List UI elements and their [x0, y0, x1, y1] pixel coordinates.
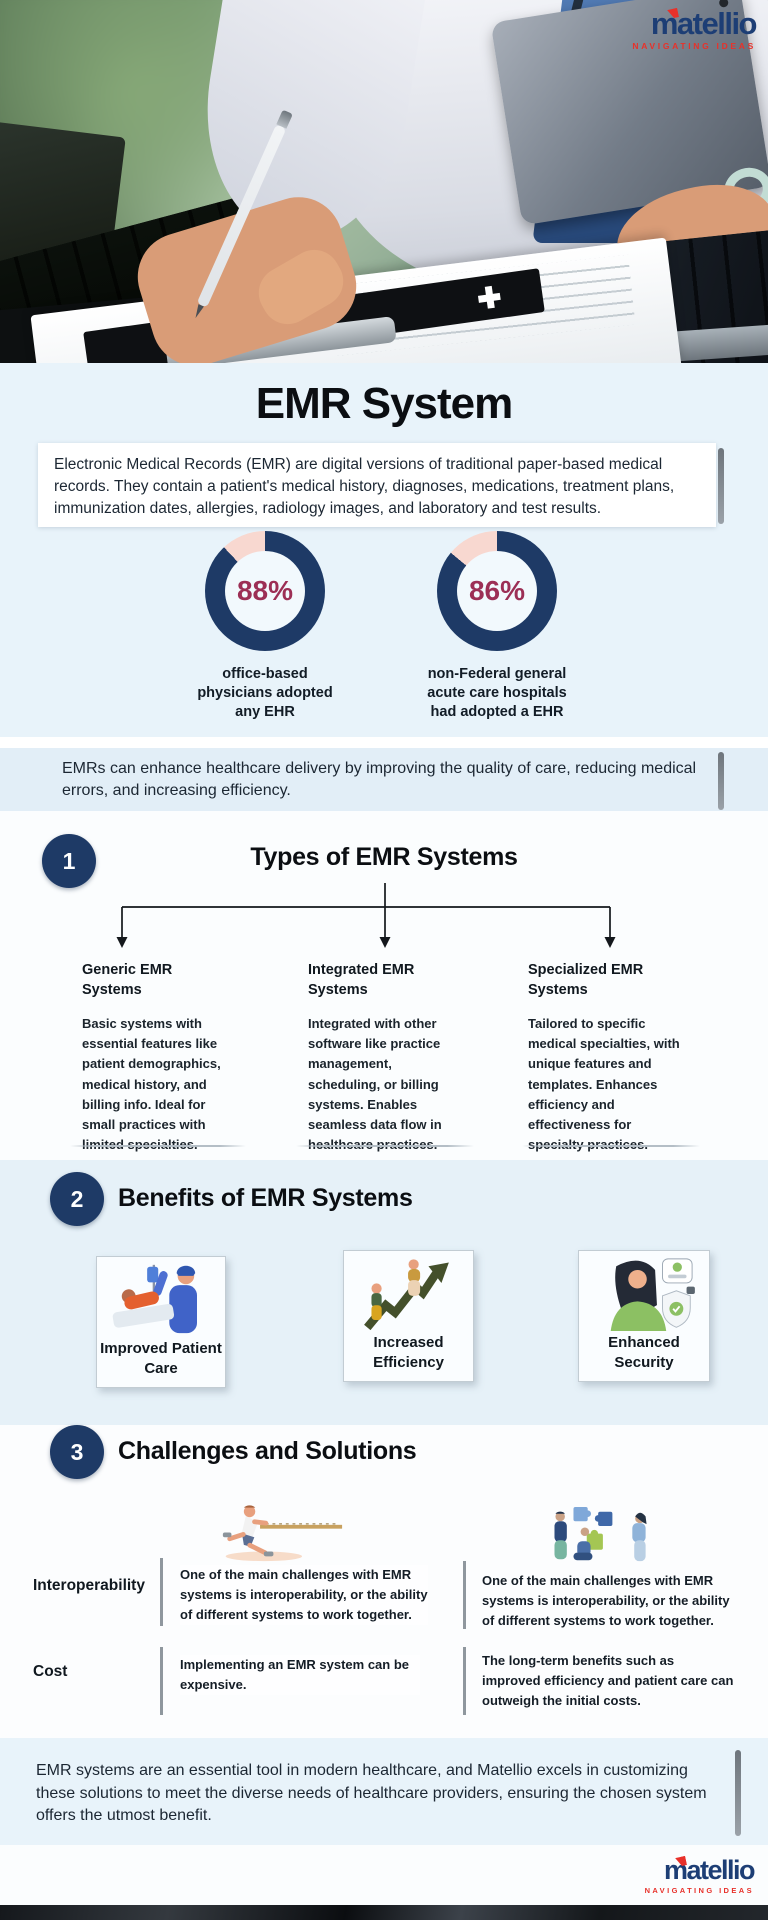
donut-caption: office-based physicians adopted any EHR: [197, 666, 333, 720]
flowchart-connector: [116, 883, 616, 948]
type-title: Integrated EMR Systems: [308, 962, 415, 998]
section-number-badge: 1: [42, 834, 96, 888]
decorative-bar: [718, 752, 724, 810]
quote-band: EMRs can enhance healthcare delivery by …: [0, 748, 768, 811]
benefit-card-security: Enhanced Security: [578, 1250, 710, 1382]
matellio-flag-icon: [674, 1856, 687, 1867]
donut-chart-physicians: 88%: [205, 531, 325, 651]
intro-paragraph: Electronic Medical Records (EMR) are dig…: [38, 443, 716, 527]
table-divider: [463, 1647, 466, 1715]
section-heading: Benefits of EMR Systems: [118, 1184, 413, 1212]
medical-cross-icon: [476, 284, 502, 310]
type-body: Basic systems with essential features li…: [82, 1016, 221, 1152]
column-divider: [70, 1145, 246, 1147]
donut-hole: 86%: [457, 551, 537, 631]
section-heading: Challenges and Solutions: [118, 1437, 417, 1465]
donut-percent-label: 86%: [468, 575, 526, 606]
conclusion-text: EMR systems are an essential tool in mod…: [36, 1762, 707, 1825]
benefit-label: Increased Efficiency: [373, 1333, 444, 1371]
benefit-card-patient-care: Improved Patient Care: [96, 1256, 226, 1388]
benefit-label: Enhanced Security: [608, 1333, 680, 1371]
benefits-section: 2 Benefits of EMR Systems Improved Patie…: [0, 1160, 768, 1425]
table-divider: [160, 1647, 163, 1715]
efficiency-illustration: [363, 1259, 449, 1331]
section-number-badge: 2: [50, 1172, 104, 1226]
benefit-label: Improved Patient Care: [100, 1339, 222, 1377]
challenge-text: One of the main challenges with EMR syst…: [180, 1565, 428, 1626]
title-section: EMR System Electronic Medical Records (E…: [0, 363, 768, 737]
section-heading: Types of EMR Systems: [250, 843, 518, 871]
challenge-row-label: Cost: [33, 1663, 68, 1680]
matellio-logo-text: matellio: [650, 6, 758, 41]
challenges-section: 3 Challenges and Solutions: [0, 1425, 768, 1738]
donut-chart-hospitals: 86%: [437, 531, 557, 651]
conclusion-band: EMR systems are an essential tool in mod…: [0, 1738, 768, 1845]
matellio-logo: matellio NAVIGATING IDEAS: [632, 6, 758, 51]
donut-percent-label: 88%: [236, 575, 294, 606]
type-body: Tailored to specific medical specialties…: [528, 1016, 680, 1152]
tug-of-war-illustration: [222, 1505, 343, 1562]
matellio-tagline: NAVIGATING IDEAS: [632, 41, 756, 51]
patient-care-illustration: [112, 1264, 197, 1334]
section-number-badge: 3: [50, 1425, 104, 1479]
header-photo: matellio NAVIGATING IDEAS: [0, 0, 768, 363]
decorative-bar: [735, 1750, 741, 1836]
type-column-integrated: Integrated EMR Systems Integrated with o…: [308, 961, 463, 1155]
type-column-specialized: Specialized EMR Systems Tailored to spec…: [528, 961, 686, 1155]
quote-text: EMRs can enhance healthcare delivery by …: [62, 760, 697, 800]
donut-hole: 88%: [225, 551, 305, 631]
page-title: EMR System: [255, 379, 514, 428]
matellio-logo: matellio NAVIGATING IDEAS: [644, 1855, 756, 1895]
type-body: Integrated with other software like prac…: [308, 1016, 442, 1152]
type-title: Specialized EMR Systems: [528, 962, 644, 998]
types-section: 1 Types of EMR Systems Generic EMR Syste…: [0, 811, 768, 1160]
security-illustration: [610, 1258, 695, 1331]
matellio-logo-text: matellio: [663, 1855, 756, 1885]
type-title: Generic EMR Systems: [82, 962, 173, 998]
table-divider: [463, 1561, 466, 1629]
teamwork-puzzle-illustration: [554, 1507, 647, 1562]
challenge-row-label: Interoperability: [33, 1577, 145, 1594]
column-divider: [296, 1145, 474, 1147]
benefit-card-efficiency: Increased Efficiency: [343, 1250, 474, 1382]
challenge-text: Implementing an EMR system can be expens…: [180, 1655, 420, 1696]
matellio-tagline: NAVIGATING IDEAS: [644, 1886, 754, 1895]
footer: matellio NAVIGATING IDEAS: [0, 1845, 768, 1905]
solution-text: The long-term benefits such as improved …: [482, 1653, 734, 1709]
type-column-generic: Generic EMR Systems Basic systems with e…: [82, 961, 234, 1155]
donut-caption: non-Federal general acute care hospitals…: [427, 666, 567, 720]
column-divider: [522, 1145, 700, 1147]
solution-text: One of the main challenges with EMR syst…: [482, 1573, 730, 1629]
decorative-bar: [718, 448, 724, 524]
bottom-photo-strip: [0, 1905, 768, 1920]
table-divider: [160, 1558, 163, 1626]
